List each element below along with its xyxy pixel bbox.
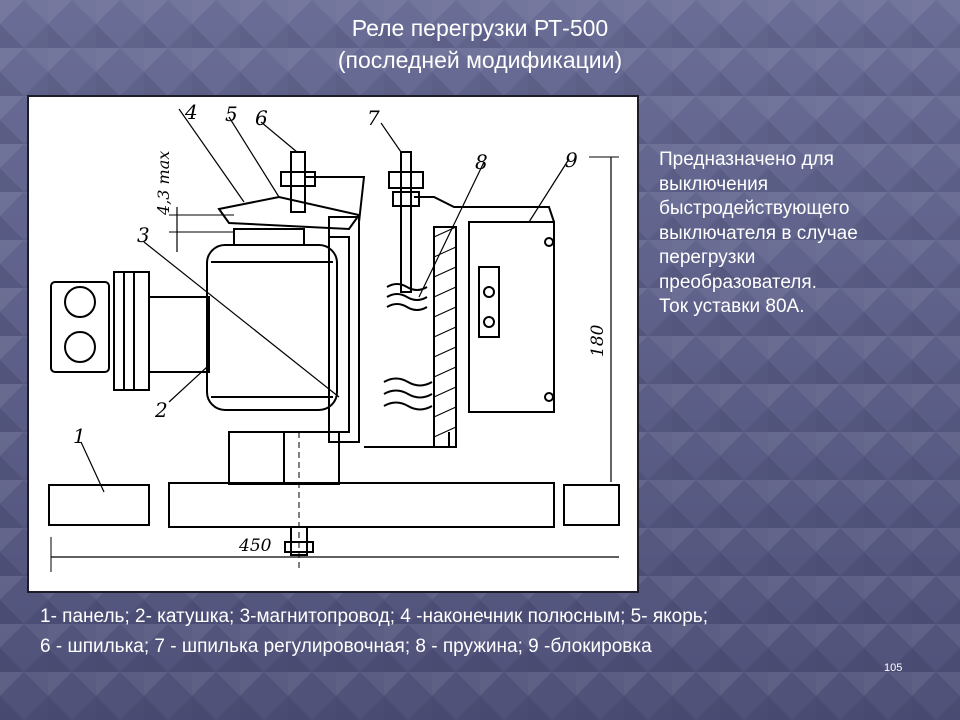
part-label-1: 1 <box>73 424 86 448</box>
part-label-5: 5 <box>225 102 238 126</box>
legend-line-1: 1- панель; 2- катушка; 3-магнитопровод; … <box>40 606 708 627</box>
stud <box>290 151 306 213</box>
panel-rail-left <box>48 484 150 526</box>
part-label-8: 8 <box>475 150 488 174</box>
panel-rail-main <box>168 482 555 528</box>
adjusting-stud <box>400 151 412 293</box>
spring-upper <box>386 283 428 311</box>
clamp-flange <box>113 271 150 391</box>
lower-bracket <box>364 432 450 448</box>
coil <box>206 244 338 411</box>
part-label-4: 4 <box>184 100 198 124</box>
core-leg <box>328 216 360 443</box>
relay-drawing: 1 2 3 4 5 6 7 8 9 4,3 max 180 450 <box>27 95 639 593</box>
dim-gap-label: 4,3 max <box>154 151 173 216</box>
part-label-3: 3 <box>137 223 150 247</box>
parts-legend: 1- панель; 2- катушка; 3-магнитопровод; … <box>40 602 940 662</box>
legend-line-2: 6 - шпилька; 7 - шпилька регулировочная;… <box>40 636 652 657</box>
relay-drawing-svg: 1 2 3 4 5 6 7 8 9 4,3 max 180 450 <box>48 100 620 572</box>
title-line-1: Реле перегрузки РТ-500 <box>351 15 609 41</box>
terminal-clamp <box>50 281 110 373</box>
dim-height-label: 180 <box>588 324 608 357</box>
description-line: быстродействующего <box>659 198 850 219</box>
top-link <box>414 196 555 223</box>
pole-tip <box>233 228 305 246</box>
description-line: преобразователя. <box>659 271 817 293</box>
armature <box>217 195 361 231</box>
slide-title: Реле перегрузки РТ-500 (последней модифи… <box>0 12 960 76</box>
title-line-2: (последней модификации) <box>337 47 623 73</box>
busbar <box>148 296 210 373</box>
description-line: Предназначено для <box>659 149 834 170</box>
slide-number: 105 <box>884 662 903 674</box>
part-label-6: 6 <box>255 106 268 130</box>
magnetic-core <box>229 236 350 433</box>
description: Предназначено для выключения быстродейст… <box>659 148 949 320</box>
description-line: перегрузки <box>659 247 756 268</box>
terminal-bolt-top <box>64 286 96 318</box>
dim-width-label: 450 <box>238 536 272 556</box>
part-label-9: 9 <box>565 148 578 172</box>
terminal-bolt-bottom <box>64 331 96 363</box>
description-line: выключателя в случае <box>659 222 858 244</box>
bracket-arm <box>305 176 366 223</box>
spring-lower <box>383 377 433 411</box>
description-line: выключения <box>659 173 769 195</box>
interlock-block <box>468 221 555 413</box>
panel-rail-right <box>563 484 620 526</box>
description-line: Ток уставки 80А. <box>659 296 805 317</box>
part-label-2: 2 <box>154 398 168 422</box>
part-label-7: 7 <box>367 106 380 130</box>
